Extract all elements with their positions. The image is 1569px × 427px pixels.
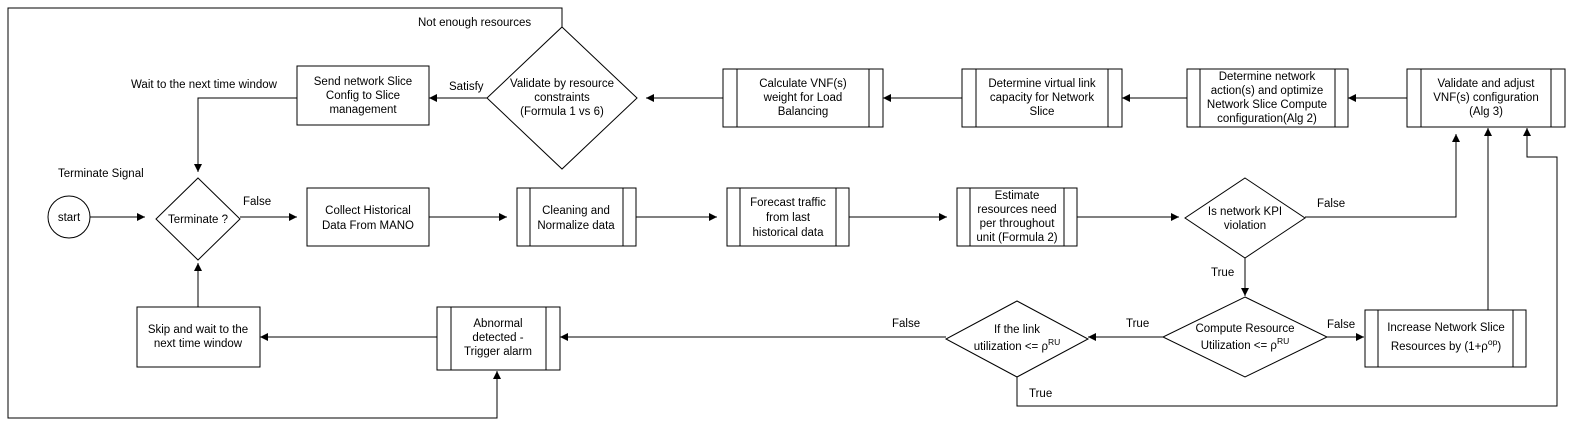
node-determine-action-line-1: Determine network — [1219, 71, 1316, 83]
node-skip-line-2: next time window — [154, 338, 243, 350]
node-validate-resource-line-3: (Formula 1 vs 6) — [520, 106, 604, 118]
node-determine-link-line-1: Determine virtual link — [988, 78, 1096, 90]
node-calc-vnf-line-1: Calculate VNF(s) — [759, 78, 847, 90]
node-terminate-label: Terminate ? — [168, 214, 228, 226]
node-abnormal-line-3: Trigger alarm — [464, 346, 532, 358]
node-collect-line-2: Data From MANO — [322, 220, 414, 232]
edge-link-true-validate — [1016, 128, 1558, 407]
node-estimate: Estimate resources need per throughout u… — [956, 187, 1078, 247]
node-link-util-line-1: If the link — [994, 324, 1040, 336]
node-validate-adjust: Validate and adjust VNF(s) configuration… — [1406, 68, 1566, 128]
node-kpi: Is network KPI violation — [1184, 177, 1306, 259]
label-true-link: True — [1029, 388, 1052, 400]
edge-kpi-false-validate — [1305, 134, 1460, 218]
label-not-enough: Not enough resources — [418, 17, 531, 29]
label-false-compute: False — [1327, 319, 1355, 331]
label-false-terminate: False — [243, 196, 271, 208]
node-cleaning-line-2: Normalize data — [537, 220, 615, 232]
node-skip-line-1: Skip and wait to the — [148, 324, 248, 336]
node-validate-adjust-line-1: Validate and adjust — [1438, 78, 1536, 90]
node-calc-vnf-line-2: weight for Load — [763, 92, 843, 104]
node-skip: Skip and wait to the next time window — [136, 306, 261, 368]
node-kpi-line-2: violation — [1224, 220, 1266, 232]
node-start: start — [47, 195, 91, 239]
node-forecast: Forecast traffic from last historical da… — [726, 187, 850, 247]
node-determine-action: Determine network action(s) and optimize… — [1186, 68, 1349, 128]
node-determine-action-line-4: configuration(Alg 2) — [1217, 113, 1317, 125]
edge-labels: Terminate Signal Wait to the next time w… — [58, 17, 1355, 400]
node-determine-link-line-2: capacity for Network — [990, 92, 1094, 104]
node-increase-line-1: Increase Network Slice — [1387, 322, 1505, 334]
node-forecast-line-3: historical data — [753, 227, 825, 239]
node-abnormal-line-2: detected - — [472, 332, 523, 344]
node-validate-resource-line-2: constraints — [534, 92, 590, 104]
node-calc-vnf: Calculate VNF(s) weight for Load Balanci… — [722, 68, 884, 128]
node-calc-vnf-line-3: Balancing — [778, 106, 829, 118]
node-send-config-line-3: management — [329, 104, 397, 116]
label-true-compute: True — [1126, 318, 1149, 330]
node-kpi-line-1: Is network KPI — [1208, 206, 1282, 218]
node-send-config-line-1: Send network Slice — [314, 76, 412, 88]
edge-big-loop-abnormal — [7, 7, 563, 419]
node-increase-line-2: Resources by (1+ρop) — [1391, 337, 1501, 353]
node-forecast-line-1: Forecast traffic — [750, 197, 826, 209]
node-link-util: If the link utilization <= ρRU — [944, 300, 1090, 378]
node-start-label: start — [58, 212, 81, 224]
node-collect: Collect Historical Data From MANO — [306, 187, 430, 247]
node-increase: Increase Network Slice Resources by (1+ρ… — [1364, 309, 1527, 368]
label-satisfy: Satisfy — [449, 81, 484, 93]
node-send-config: Send network Slice Config to Slice manag… — [296, 65, 430, 126]
label-true-kpi: True — [1211, 267, 1234, 279]
node-compute-util-line-1: Compute Resource — [1195, 323, 1294, 335]
label-false-link: False — [892, 318, 920, 330]
node-determine-action-line-3: Network Slice Compute — [1207, 99, 1327, 111]
node-send-config-line-2: Config to Slice — [326, 90, 400, 102]
node-cleaning-line-1: Cleaning and — [542, 205, 610, 217]
node-cleaning: Cleaning and Normalize data — [516, 187, 637, 247]
node-estimate-line-2: resources need — [977, 204, 1056, 216]
node-collect-line-1: Collect Historical — [325, 205, 411, 217]
node-compute-util: Compute Resource Utilization <= ρRU — [1161, 296, 1329, 378]
label-terminate-signal: Terminate Signal — [58, 168, 144, 180]
node-link-util-line-2: utilization <= ρRU — [974, 337, 1061, 353]
node-compute-util-line-2: Utilization <= ρRU — [1201, 336, 1290, 352]
node-determine-link-line-3: Slice — [1030, 106, 1055, 118]
node-validate-resource-line-1: Validate by resource — [510, 78, 614, 90]
label-wait-next: Wait to the next time window — [131, 79, 278, 91]
node-determine-action-line-2: action(s) and optimize — [1211, 85, 1324, 97]
edges — [7, 7, 1558, 419]
node-estimate-line-4: unit (Formula 2) — [976, 232, 1057, 244]
node-validate-resource: Validate by resource constraints (Formul… — [486, 26, 638, 170]
node-determine-link: Determine virtual link capacity for Netw… — [961, 68, 1123, 128]
node-estimate-line-3: per throughout — [980, 218, 1056, 230]
node-estimate-line-1: Estimate — [995, 190, 1040, 202]
edge-send-terminate — [194, 97, 297, 172]
node-abnormal: Abnormal detected - Trigger alarm — [436, 306, 561, 371]
node-validate-adjust-line-2: VNF(s) configuration — [1433, 92, 1538, 104]
node-forecast-line-2: from last — [766, 212, 811, 224]
node-abnormal-line-1: Abnormal — [473, 318, 522, 330]
node-validate-adjust-line-3: (Alg 3) — [1469, 106, 1503, 118]
node-terminate: Terminate ? — [155, 177, 241, 261]
label-false-kpi: False — [1317, 198, 1345, 210]
